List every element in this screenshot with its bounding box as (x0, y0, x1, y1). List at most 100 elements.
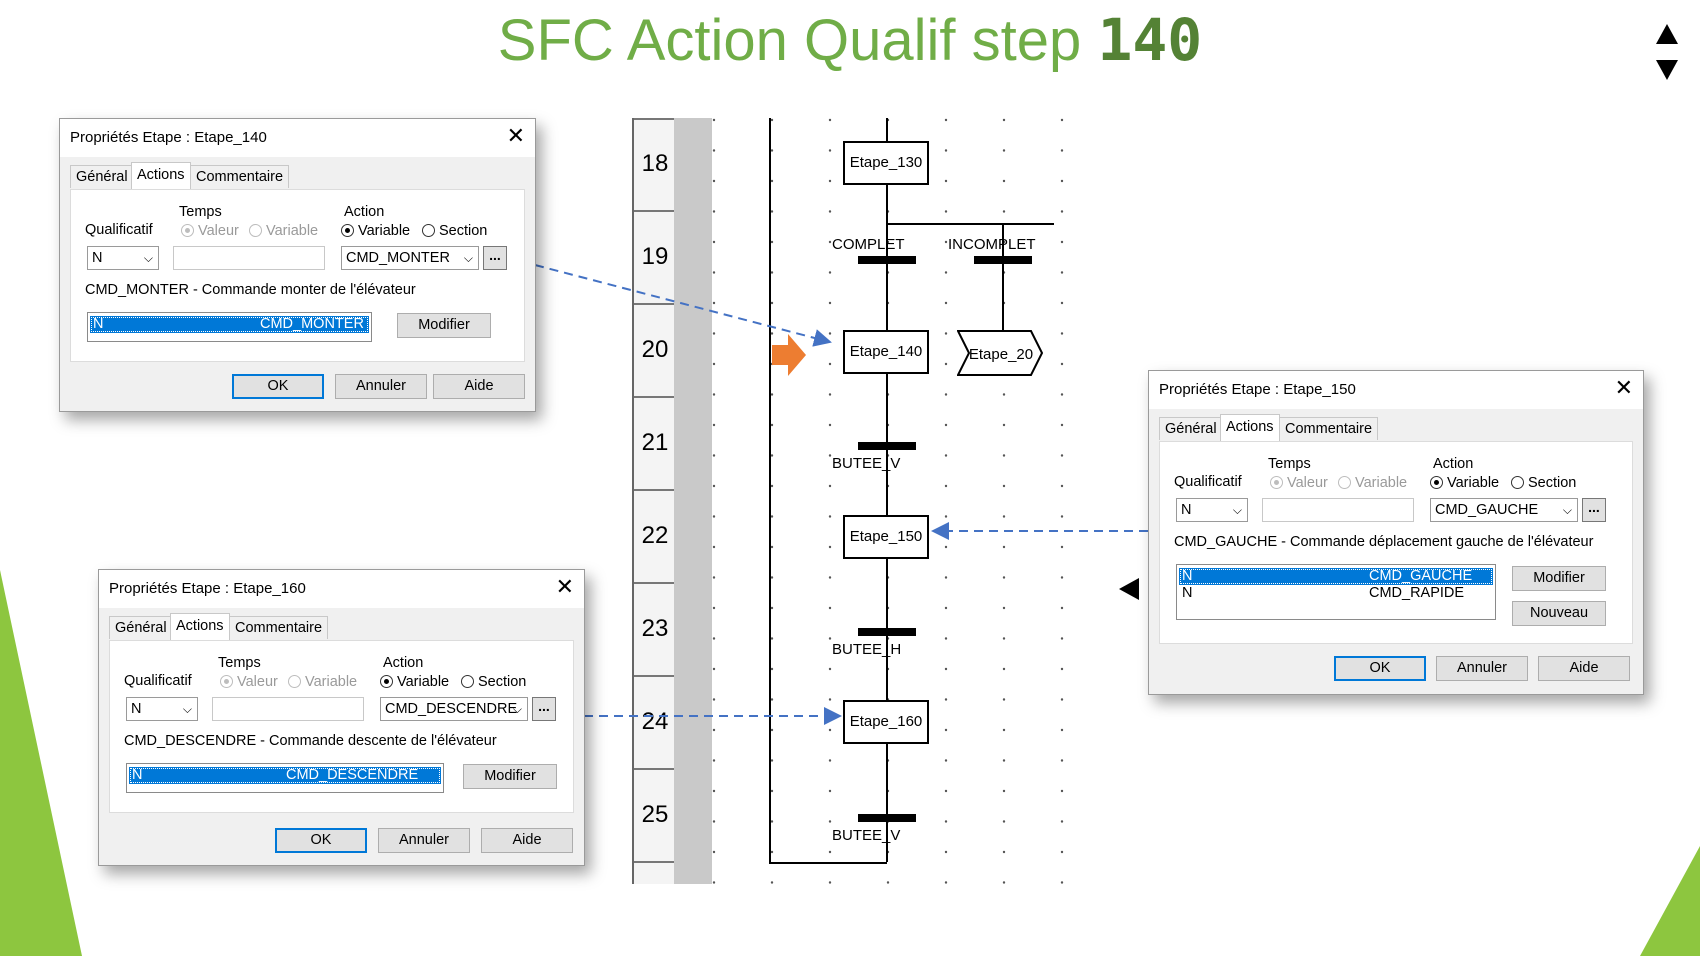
temps-valeur-radio[interactable]: Valeur (181, 223, 239, 239)
help-button[interactable]: Aide (481, 828, 573, 853)
modify-button[interactable]: Modifier (463, 764, 557, 789)
left-rail (769, 118, 771, 863)
close-icon[interactable]: ✕ (506, 123, 525, 148)
action-value: CMD_MONTER (346, 250, 450, 266)
temps-variable-radio[interactable]: Variable (249, 223, 318, 239)
browse-button[interactable]: ... (532, 697, 556, 721)
dialog-titlebar: Propriétés Etape : Etape_150 ✕ (1149, 371, 1643, 409)
close-icon[interactable]: ✕ (1614, 375, 1633, 400)
temps-input[interactable] (173, 246, 325, 270)
tab-general[interactable]: Général (1159, 417, 1223, 440)
action-section-radio[interactable]: Section (1511, 475, 1576, 491)
action-variable-label: Variable (397, 674, 450, 690)
action-select[interactable]: CMD_MONTER⌵ (341, 246, 479, 270)
tab-actions[interactable]: Actions (170, 613, 230, 640)
step-etape-150[interactable]: Etape_150 (843, 515, 929, 559)
browse-button[interactable]: ... (1582, 498, 1606, 522)
row-divider (634, 303, 676, 305)
cancel-button[interactable]: Annuler (1436, 656, 1528, 681)
row-number: 25 (641, 801, 669, 828)
dialog-title: Propriétés Etape : Etape_160 (109, 580, 306, 597)
temps-input[interactable] (1262, 498, 1414, 522)
modify-button[interactable]: Modifier (1512, 566, 1606, 591)
temps-variable-label: Variable (1355, 475, 1408, 491)
ok-button[interactable]: OK (1334, 656, 1426, 681)
ok-button[interactable]: OK (232, 374, 324, 399)
ok-button[interactable]: OK (275, 828, 367, 853)
transition-label-butee-v-2: BUTEE_V (832, 827, 901, 844)
decorative-green-triangle-left (0, 570, 82, 956)
qualif-label: Qualificatif (124, 673, 192, 689)
qualif-select[interactable]: N⌵ (87, 246, 159, 270)
temps-input[interactable] (212, 697, 364, 721)
triangle-up-icon[interactable] (1656, 24, 1678, 44)
radio-icon (380, 675, 393, 688)
qualif-select[interactable]: N⌵ (126, 697, 198, 721)
row-number: 22 (641, 522, 669, 549)
temps-valeur-label: Valeur (1287, 475, 1328, 491)
qualif-select[interactable]: N⌵ (1176, 498, 1248, 522)
cancel-button[interactable]: Annuler (335, 374, 427, 399)
temps-variable-radio[interactable]: Variable (1338, 475, 1407, 491)
action-section-label: Section (478, 674, 527, 690)
tab-commentaire[interactable]: Commentaire (229, 616, 329, 639)
temps-valeur-label: Valeur (237, 674, 278, 690)
action-section-label: Section (1528, 475, 1577, 491)
jump-etape-20[interactable]: Etape_20 (957, 330, 1043, 376)
tab-general[interactable]: Général (70, 165, 134, 188)
action-variable-radio[interactable]: Variable (1430, 475, 1499, 491)
cancel-button[interactable]: Annuler (378, 828, 470, 853)
tab-commentaire[interactable]: Commentaire (1279, 417, 1379, 440)
browse-button[interactable]: ... (483, 246, 507, 270)
triangle-down-icon[interactable] (1656, 60, 1678, 80)
temps-label: Temps (1268, 456, 1311, 472)
action-value: CMD_GAUCHE (1435, 502, 1539, 518)
temps-valeur-radio[interactable]: Valeur (1270, 475, 1328, 491)
action-variable-radio[interactable]: Variable (380, 674, 449, 690)
tab-actions[interactable]: Actions (131, 162, 191, 189)
row-number: 19 (641, 243, 669, 270)
row-divider (634, 768, 676, 770)
tab-commentaire[interactable]: Commentaire (190, 165, 290, 188)
action-select[interactable]: CMD_GAUCHE⌵ (1430, 498, 1578, 522)
action-variable-radio[interactable]: Variable (341, 223, 410, 239)
temps-variable-radio[interactable]: Variable (288, 674, 357, 690)
transition-butee-v-2[interactable] (858, 814, 916, 822)
jump-label: Etape_20 (969, 346, 1033, 363)
chevron-down-icon: ⌵ (512, 702, 522, 716)
actions-panel: Qualificatif N⌵ Temps Valeur Variable Ac… (1159, 441, 1633, 644)
triangle-left-icon[interactable] (1119, 578, 1139, 600)
radio-icon (341, 224, 354, 237)
close-icon[interactable]: ✕ (555, 574, 574, 599)
modify-button[interactable]: Modifier (397, 313, 491, 338)
transition-butee-v-1[interactable] (858, 442, 916, 450)
step-etape-130[interactable]: Etape_130 (843, 141, 929, 185)
transition-complet[interactable] (858, 256, 916, 264)
action-section-radio[interactable]: Section (422, 223, 487, 239)
action-value: CMD_DESCENDRE (385, 701, 518, 717)
tab-actions[interactable]: Actions (1220, 414, 1280, 441)
temps-valeur-radio[interactable]: Valeur (220, 674, 278, 690)
help-button[interactable]: Aide (433, 374, 525, 399)
row-divider (634, 582, 676, 584)
transition-incomplet[interactable] (974, 256, 1032, 264)
action-select[interactable]: CMD_DESCENDRE⌵ (380, 697, 528, 721)
transition-butee-h[interactable] (858, 628, 916, 636)
tab-general[interactable]: Général (109, 616, 173, 639)
action-description: CMD_DESCENDRE - Commande descente de l'é… (124, 733, 497, 749)
new-button[interactable]: Nouveau (1512, 601, 1606, 626)
step-etape-160[interactable]: Etape_160 (843, 700, 929, 744)
action-section-radio[interactable]: Section (461, 674, 526, 690)
dialog-titlebar: Propriétés Etape : Etape_140 ✕ (60, 119, 535, 157)
step-etape-140[interactable]: Etape_140 (843, 330, 929, 374)
qualif-value: N (92, 250, 103, 266)
help-button[interactable]: Aide (1538, 656, 1630, 681)
